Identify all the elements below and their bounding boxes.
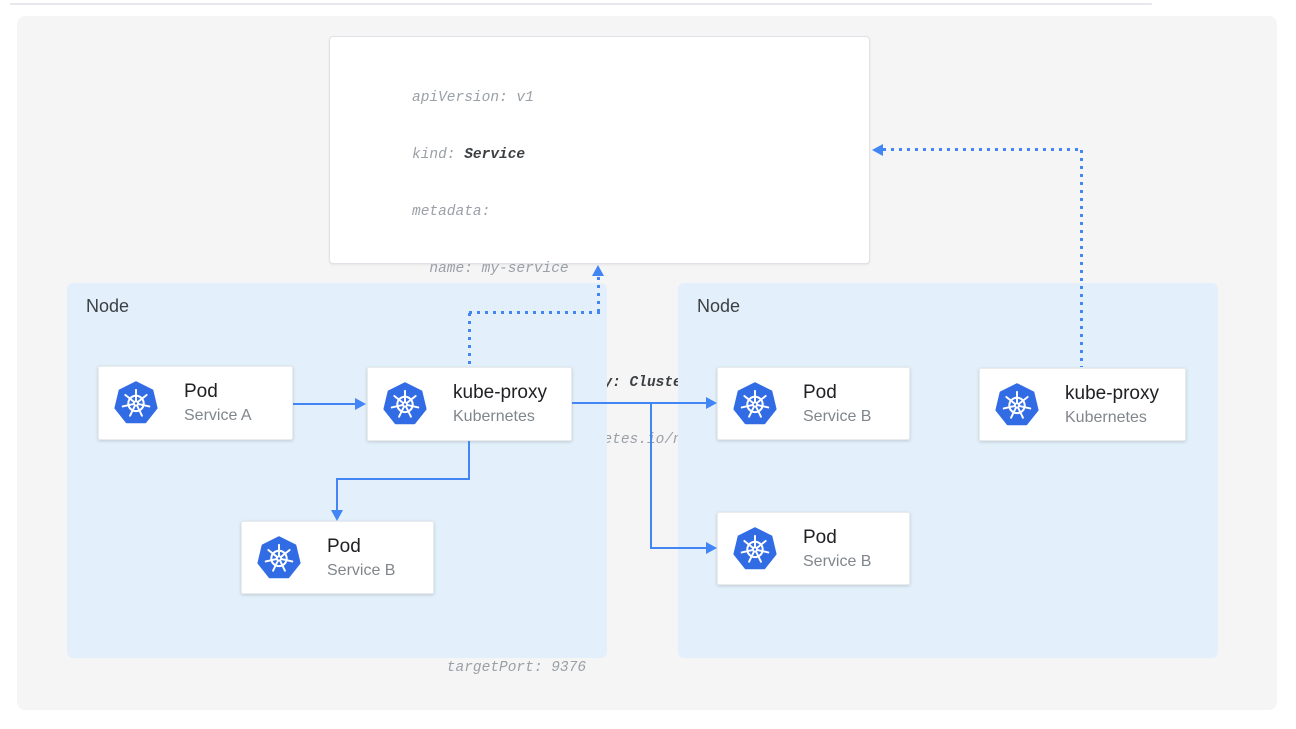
arrow-pod-a-to-kube-proxy-head [355,398,366,410]
arrow-branch-to-right-pod-bottom-line [651,547,706,549]
card-subtitle: Service B [327,561,396,579]
card-subtitle: Service B [803,552,872,570]
kube-proxy-right-card: kube-proxy Kubernetes [979,368,1186,441]
card-subtitle: Service A [184,407,252,424]
pod-service-b-right-top-card: Pod Service B [717,367,910,440]
dotted-up-to-yaml-line [597,277,600,311]
arrow-kube-proxy-to-right-pod-top-head [706,397,717,409]
card-subtitle: Service B [803,407,872,425]
pod-service-b-left-card: Pod Service B [241,521,434,594]
dotted-right-vertical-line [1080,150,1083,367]
arrow-to-pod-b-left-head [331,510,343,521]
yaml-line: name: my-service [412,261,569,277]
node-right-container: Node [678,283,1218,658]
kubernetes-icon [733,381,777,427]
dotted-horizontal-to-yaml-line [469,311,600,314]
pod-service-b-right-bottom-card: Pod Service B [717,512,910,585]
arrow-to-pod-b-left-line [336,478,338,510]
node-left-label: Node [86,296,130,316]
card-subtitle: Kubernetes [453,408,535,425]
card-subtitle: Kubernetes [1065,408,1147,426]
page-top-divider [10,3,1152,5]
dotted-right-to-yaml-head [872,144,883,156]
kubernetes-icon [995,382,1039,428]
kubernetes-icon [383,381,427,427]
arrow-kube-proxy-left-line [336,478,470,480]
card-text: kube-proxy Kubernetes [1065,382,1159,428]
card-title: Pod [803,526,837,548]
arrow-kube-proxy-down-line [468,441,470,480]
card-title: kube-proxy [453,382,547,403]
kubernetes-icon [257,535,301,581]
arrow-branch-to-right-pod-bottom-head [706,542,717,554]
node-right-label: Node [697,296,741,316]
kubernetes-icon [114,380,158,426]
dotted-right-horizontal-line [883,148,1082,151]
card-text: kube-proxy Kubernetes [453,381,547,427]
yaml-line: apiVersion: v1 [412,90,534,106]
card-text: Pod Service B [327,535,395,581]
card-title: kube-proxy [1065,382,1159,404]
card-text: Pod Service B [803,381,871,427]
arrow-kube-proxy-to-right-pod-top-line [572,402,706,404]
card-text: Pod Service A [184,380,252,426]
pod-service-a-card: Pod Service A [98,366,293,440]
card-title: Pod [327,535,361,557]
yaml-line: metadata: [412,204,491,220]
kube-proxy-left-card: kube-proxy Kubernetes [367,367,572,441]
arrow-pod-a-to-kube-proxy-line [293,403,355,405]
yaml-line: kind: Service [412,147,526,163]
dotted-kube-proxy-up-line [468,313,471,367]
service-yaml-card: apiVersion: v1 kind: Service metadata: n… [329,36,870,676]
yaml-line: targetPort: 9376 [412,660,587,676]
dotted-to-yaml-head [592,265,604,276]
node-left-container: Node [67,283,607,658]
arrow-branch-down-line [650,402,652,549]
card-text: Pod Service B [803,526,871,572]
card-title: Pod [184,381,218,402]
card-title: Pod [803,381,837,403]
kubernetes-icon [733,526,777,572]
